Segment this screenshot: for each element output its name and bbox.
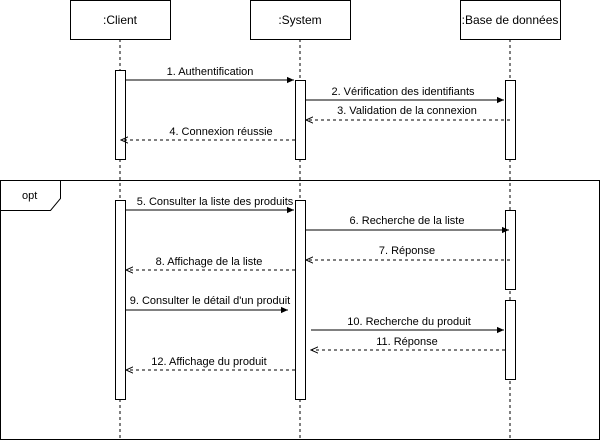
participant-label: :Base de données: [462, 13, 559, 27]
activations: [115, 70, 516, 400]
opt-fragment: opt: [0, 180, 600, 440]
messages: [121, 76, 510, 370]
message-label: 7. Réponse: [379, 245, 435, 257]
message-label: 3. Validation de la connexion: [337, 105, 477, 117]
message-labels: 1. Authentification 2. Vérification des …: [130, 66, 477, 368]
lifelines: [119, 39, 511, 441]
participant-database: :Base de données: [460, 0, 561, 40]
opt-fragment-frame: [0, 180, 600, 440]
message-label: 2. Vérification des identifiants: [331, 86, 475, 98]
activation-client: [115, 70, 126, 160]
participant-client: :Client: [70, 0, 171, 40]
message-label: 1. Authentification: [167, 66, 254, 78]
opt-fragment-operator: opt: [22, 190, 37, 202]
message-label: 8. Affichage de la liste: [156, 256, 263, 268]
activation-database: [505, 80, 516, 160]
message-label: 10. Recherche du produit: [347, 316, 471, 328]
activation-client: [115, 200, 126, 400]
activation-system: [295, 200, 306, 400]
message-label: 4. Connexion réussie: [169, 126, 272, 138]
opt-fragment-tab: [0, 180, 61, 211]
message-label: 9. Consulter le détail d'un produit: [130, 295, 290, 307]
message-label: 5. Consulter la liste des produits: [137, 196, 294, 208]
message-label: 12. Affichage du produit: [151, 356, 266, 368]
message-label: 11. Réponse: [376, 336, 438, 348]
participant-system: :System: [250, 0, 351, 40]
message-label: 6. Recherche de la liste: [350, 215, 465, 227]
activation-database: [505, 300, 516, 380]
participant-label: :System: [278, 13, 321, 27]
activation-database: [505, 210, 516, 290]
activation-system: [295, 80, 306, 160]
participant-label: :Client: [103, 13, 138, 27]
